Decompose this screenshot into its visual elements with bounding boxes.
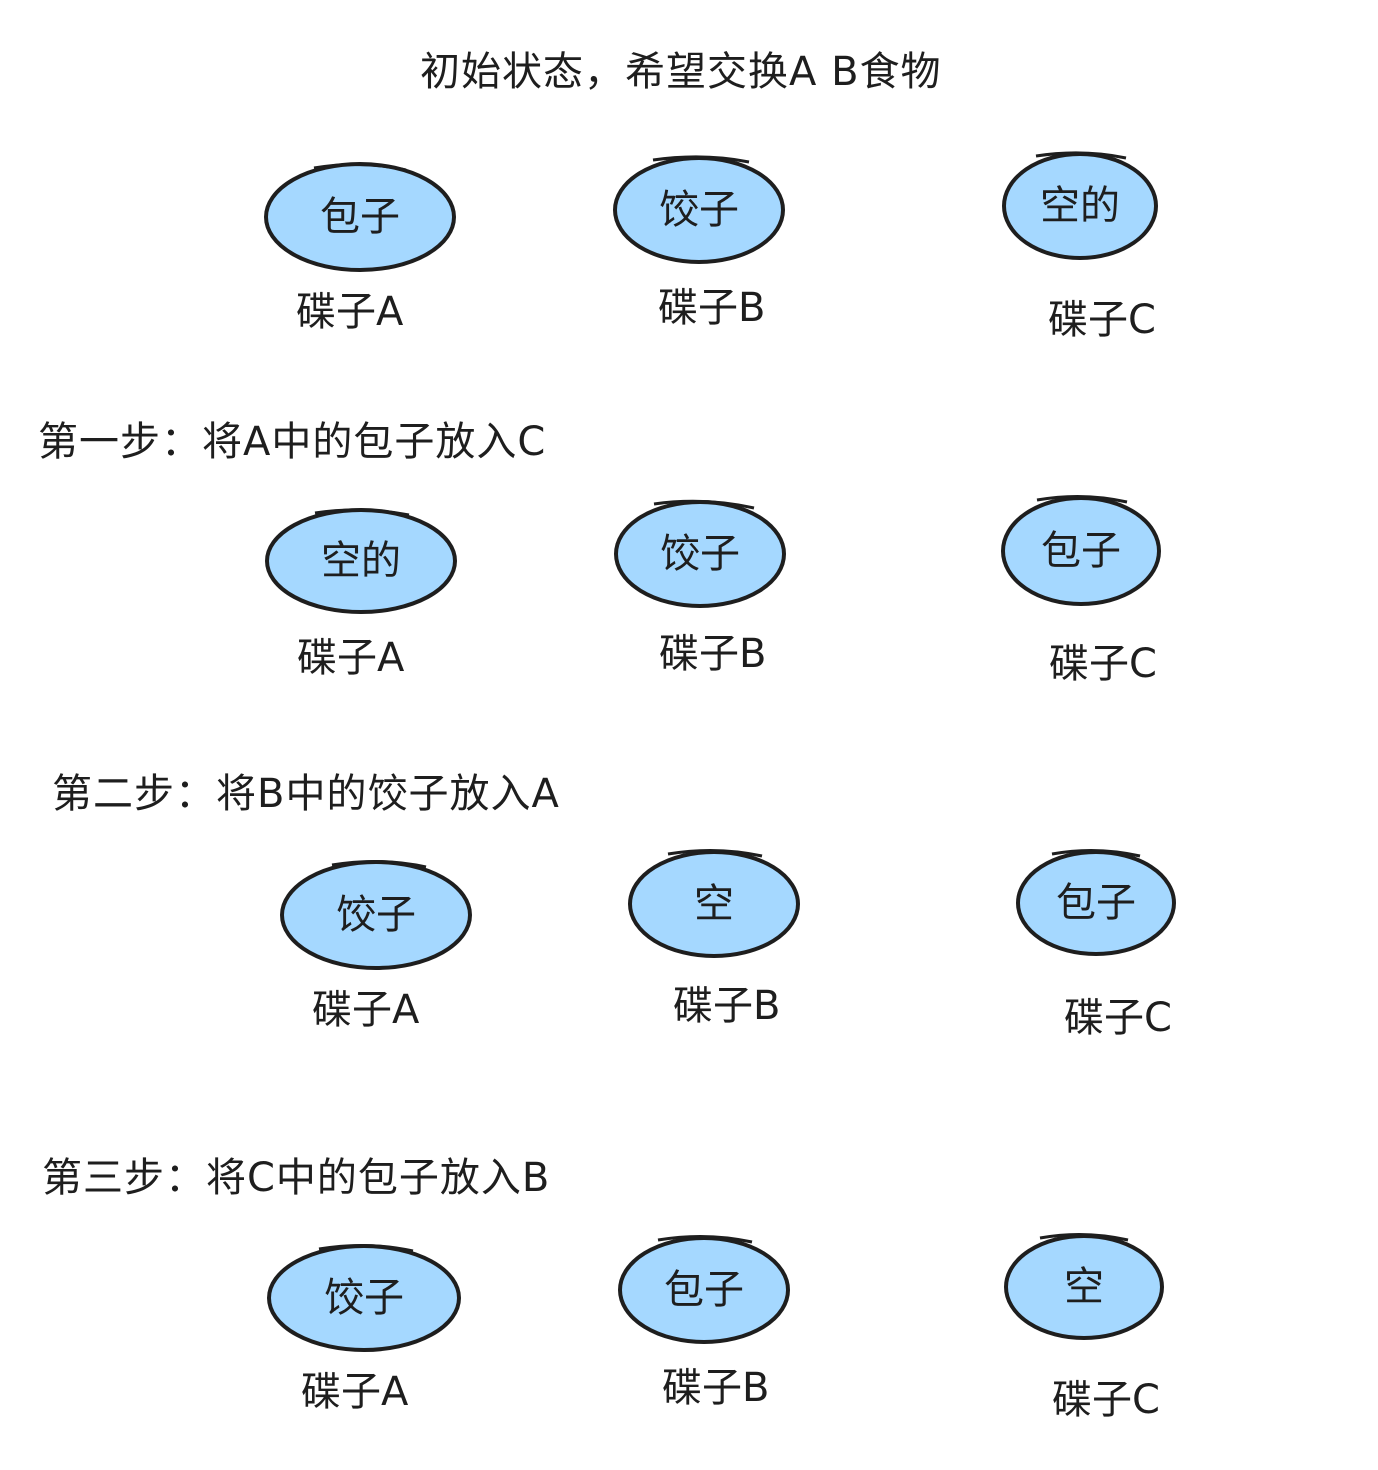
plate-b-label: 碟子B xyxy=(658,285,766,331)
food-label: 空的 xyxy=(321,538,401,584)
plate-ellipse xyxy=(264,162,456,272)
plate-b-label: 碟子B xyxy=(662,1365,770,1411)
step-2-heading: 第二步：将B中的饺子放入A xyxy=(52,771,560,817)
diagram-title: 初始状态，希望交换A B食物 xyxy=(420,49,942,95)
food-label: 包子 xyxy=(1056,880,1136,926)
plate-c-label: 碟子C xyxy=(1049,641,1157,687)
food-label: 包子 xyxy=(664,1267,744,1313)
plate-c-label: 碟子C xyxy=(1052,1377,1160,1423)
food-label: 饺子 xyxy=(660,531,740,577)
plate-c-label: 碟子C xyxy=(1048,297,1156,343)
plate-ellipse xyxy=(613,155,785,264)
plate-b-initial: 饺子 xyxy=(613,155,785,264)
food-label: 包子 xyxy=(320,194,400,240)
plate-b-label: 碟子B xyxy=(673,983,781,1029)
food-label: 空 xyxy=(694,881,734,927)
plate-ellipse xyxy=(1004,1232,1164,1340)
food-label: 包子 xyxy=(1041,528,1121,574)
plate-c-initial: 空的 xyxy=(1002,151,1158,260)
plate-a-label: 碟子A xyxy=(301,1369,409,1415)
plate-b-label: 碟子B xyxy=(659,631,767,677)
plate-ellipse xyxy=(614,499,786,608)
plate-c-step3: 空 xyxy=(1004,1232,1164,1340)
step-3-heading: 第三步：将C中的包子放入B xyxy=(42,1155,551,1201)
plate-ellipse xyxy=(1002,151,1158,260)
food-label: 饺子 xyxy=(324,1275,404,1321)
plate-c-step2: 包子 xyxy=(1016,848,1176,956)
plate-a-step1: 空的 xyxy=(265,508,457,614)
food-label: 饺子 xyxy=(659,187,739,233)
plate-ellipse xyxy=(628,848,800,958)
plate-ellipse xyxy=(267,1243,461,1352)
plate-ellipse xyxy=(618,1234,790,1344)
plate-a-initial: 包子 xyxy=(264,162,456,272)
plate-a-label: 碟子A xyxy=(312,987,420,1033)
plate-b-step3: 包子 xyxy=(618,1234,790,1344)
step-1-heading: 第一步：将A中的包子放入C xyxy=(38,419,547,465)
plate-ellipse xyxy=(280,859,472,970)
plate-a-step3: 饺子 xyxy=(267,1243,461,1352)
plate-a-step2: 饺子 xyxy=(280,859,472,970)
plate-ellipse xyxy=(1001,494,1161,606)
food-label: 空的 xyxy=(1040,183,1120,229)
plate-a-label: 碟子A xyxy=(296,289,404,335)
plate-ellipse xyxy=(1016,848,1176,956)
plate-a-label: 碟子A xyxy=(297,635,405,681)
plate-b-step1: 饺子 xyxy=(614,499,786,608)
plate-ellipse xyxy=(265,508,457,614)
plate-c-label: 碟子C xyxy=(1064,995,1172,1041)
plate-b-step2: 空 xyxy=(628,848,800,958)
plate-c-step1: 包子 xyxy=(1001,494,1161,606)
food-label: 饺子 xyxy=(336,892,416,938)
food-label: 空 xyxy=(1064,1264,1104,1310)
